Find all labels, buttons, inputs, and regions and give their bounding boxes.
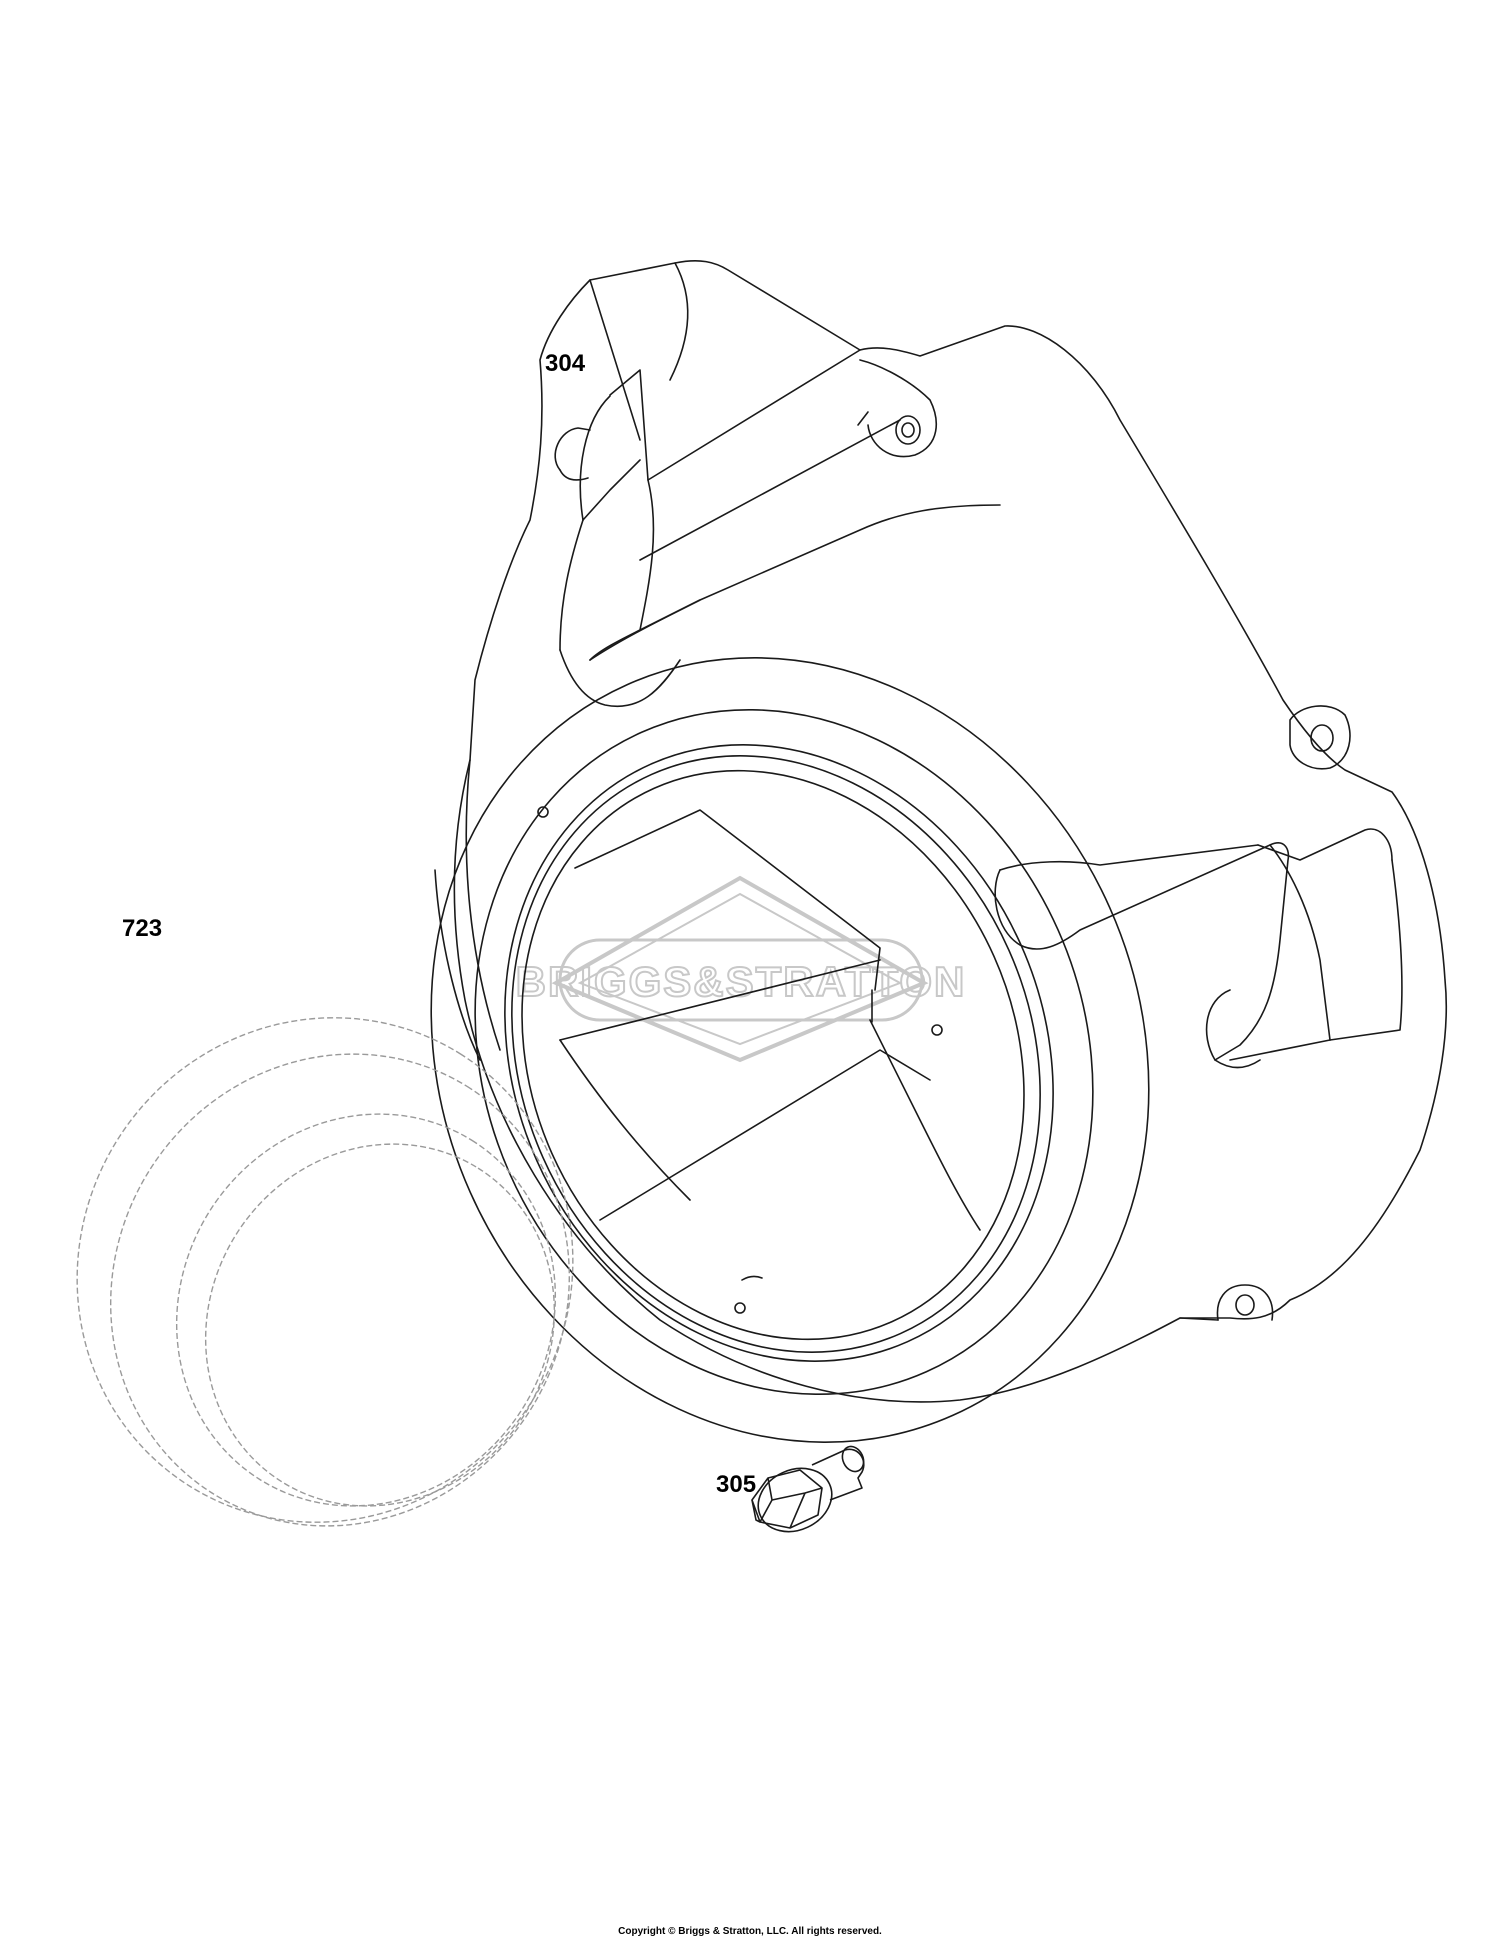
callout-723: 723 [122,915,163,942]
blower-housing [430,260,1448,1443]
screw-icon [751,1445,865,1533]
callout-305: 305 [716,1471,757,1498]
watermark-text: BRIGGS&STRATTON [516,958,967,1005]
briggs-stratton-logo-watermark [551,875,929,1063]
copyright-footer: Copyright © Briggs & Stratton, LLC. All … [618,1926,882,1937]
callout-304: 304 [545,350,586,377]
gasket-ring [76,1017,574,1527]
